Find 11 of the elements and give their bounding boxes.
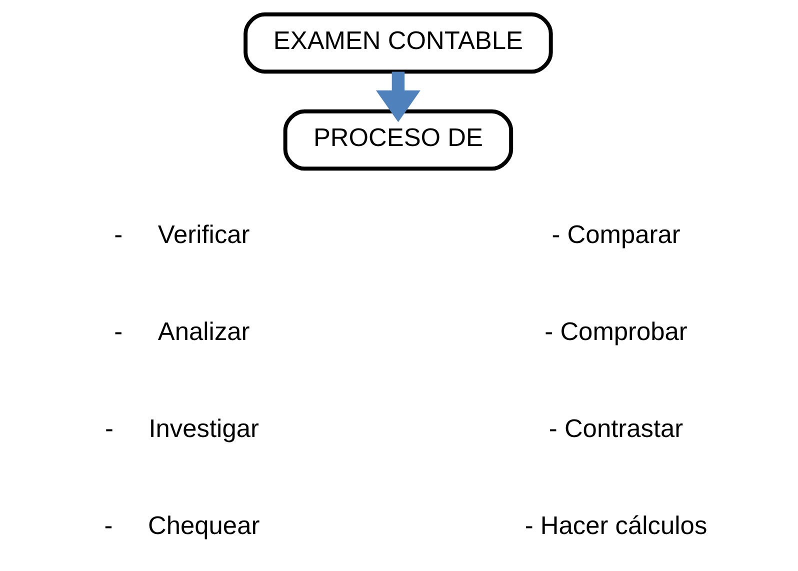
label: - Analizar — [114, 318, 250, 346]
label: - Comprobar — [544, 318, 688, 346]
label: - Comparar — [552, 221, 680, 250]
node-box: PROCESO DE — [283, 109, 514, 171]
label: - Hacer cálculos — [524, 512, 708, 540]
node-box: EXAMEN CONTABLE — [244, 12, 553, 74]
label: - Verificar — [114, 221, 250, 250]
label: - Chequear — [104, 512, 260, 540]
label: - Contrastar — [548, 415, 684, 444]
arrow — [376, 72, 420, 122]
label: - Investigar — [104, 415, 259, 444]
